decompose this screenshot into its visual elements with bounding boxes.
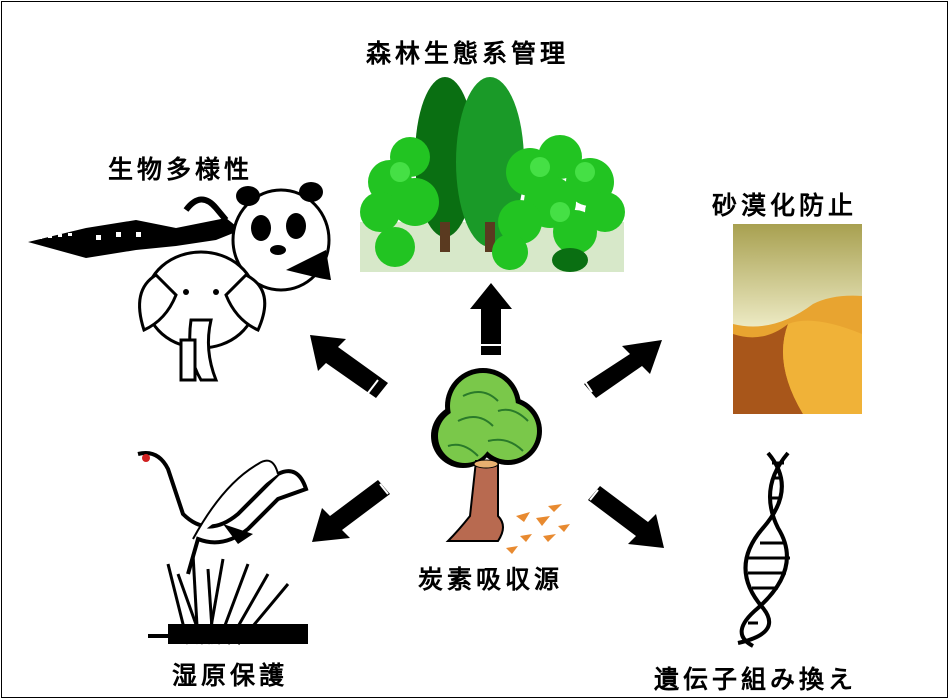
animals-icon [26, 180, 336, 385]
arrow-to-desert [584, 340, 662, 398]
arrow-to-genetics [588, 486, 664, 548]
label-carbon-sink: 炭素吸収源 [418, 560, 563, 596]
desert-dune-icon [733, 224, 862, 414]
forest-icon [360, 72, 624, 272]
dna-helix-icon [708, 448, 808, 648]
label-forest-management: 森林生態系管理 [366, 34, 569, 70]
label-genetic-modification: 遺伝子組み換え [654, 660, 857, 696]
cut-tree-icon [428, 366, 578, 562]
label-desertification-prevention: 砂漠化防止 [712, 186, 857, 222]
arrow-up-to-forest [470, 283, 512, 355]
arrow-to-biodiversity [310, 335, 390, 400]
arrow-to-wetland [312, 480, 390, 542]
label-wetland-protection: 湿原保護 [172, 656, 288, 692]
crane-wetland-icon [128, 444, 313, 644]
